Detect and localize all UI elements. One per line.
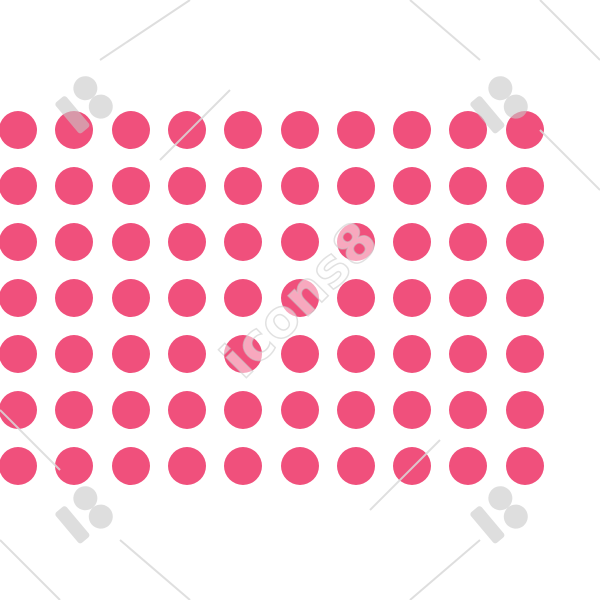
dot	[505, 447, 544, 485]
dot	[280, 279, 319, 317]
dot	[280, 391, 319, 429]
dot	[167, 279, 206, 317]
dot	[55, 447, 94, 485]
dot	[336, 279, 375, 317]
dot	[224, 111, 263, 149]
dot	[224, 279, 263, 317]
dot	[167, 447, 206, 485]
dot	[393, 391, 432, 429]
dot	[224, 335, 263, 373]
dot	[336, 223, 375, 261]
dot	[111, 167, 150, 205]
dot	[449, 447, 488, 485]
dot	[336, 111, 375, 149]
dot	[449, 335, 488, 373]
dot	[505, 223, 544, 261]
dot	[449, 279, 488, 317]
dot	[449, 223, 488, 261]
dot	[111, 335, 150, 373]
dot	[336, 447, 375, 485]
dot	[280, 111, 319, 149]
dot	[280, 335, 319, 373]
dot	[336, 391, 375, 429]
dot	[393, 111, 432, 149]
dot	[224, 223, 263, 261]
dot	[393, 223, 432, 261]
dot	[449, 391, 488, 429]
dot	[449, 167, 488, 205]
dot	[111, 391, 150, 429]
dot	[111, 111, 150, 149]
dot	[167, 335, 206, 373]
dot	[0, 167, 37, 205]
dot	[393, 335, 432, 373]
dot	[224, 391, 263, 429]
dot	[280, 167, 319, 205]
dot	[111, 223, 150, 261]
dot	[224, 167, 263, 205]
dot	[393, 167, 432, 205]
dot	[280, 223, 319, 261]
dot	[0, 447, 37, 485]
dot	[0, 223, 37, 261]
dot	[111, 447, 150, 485]
dot	[0, 279, 37, 317]
dot	[0, 391, 37, 429]
dot	[505, 111, 544, 149]
dot	[55, 167, 94, 205]
dot	[167, 223, 206, 261]
dot	[55, 391, 94, 429]
dot	[55, 279, 94, 317]
dot	[505, 391, 544, 429]
dot	[449, 111, 488, 149]
dot	[111, 279, 150, 317]
dot	[167, 111, 206, 149]
dot	[393, 279, 432, 317]
dot	[167, 167, 206, 205]
dot	[224, 447, 263, 485]
dot	[336, 167, 375, 205]
dot	[167, 391, 206, 429]
dot	[0, 335, 37, 373]
dot	[280, 447, 319, 485]
dot	[336, 335, 375, 373]
dot	[55, 335, 94, 373]
dot	[505, 167, 544, 205]
dot	[393, 447, 432, 485]
dot	[55, 223, 94, 261]
dot	[505, 335, 544, 373]
dot	[505, 279, 544, 317]
dot	[0, 111, 37, 149]
dot	[55, 111, 94, 149]
